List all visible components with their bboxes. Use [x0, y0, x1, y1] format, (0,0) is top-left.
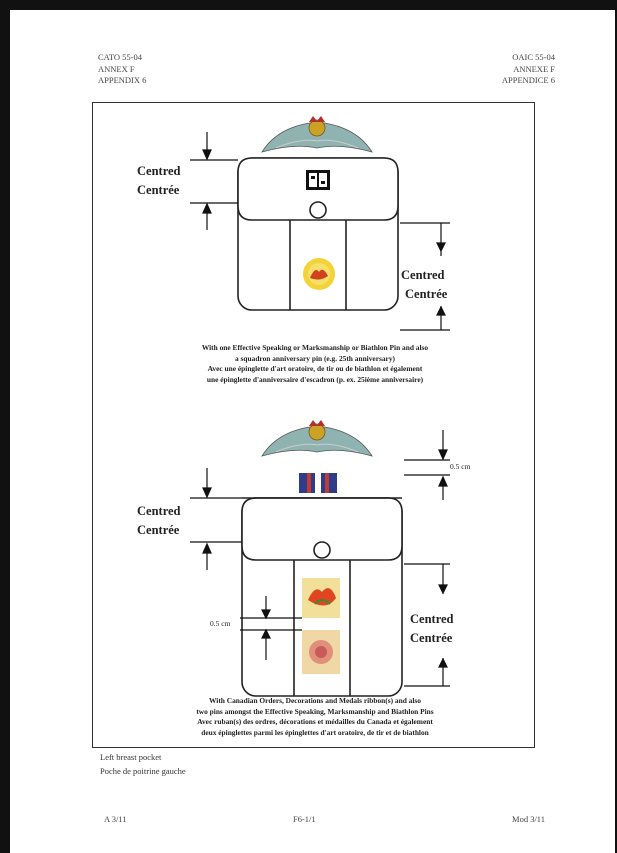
header-left-line-2: ANNEX F [98, 63, 135, 74]
fig1-caption-line-1: With one Effective Speaking or Marksmans… [201, 343, 429, 352]
fig1-caption-line-2: a squadron anniversary pin (e.g. 25th an… [234, 353, 395, 363]
header-right-line-1: OAIC 55-04 [512, 52, 555, 62]
bottom-caption: Left breast pocket Poche de poitrine gau… [100, 750, 186, 778]
footer-right: Mod 3/11 [512, 814, 545, 824]
pocket-1 [237, 157, 399, 311]
fig2-left-label-en: Centred [137, 504, 181, 518]
anniversary-pin-badge [306, 170, 330, 190]
fig2-caption-line-4: deux épinglettes parmi les épinglettes d… [201, 727, 429, 737]
header-right-line-3: APPENDICE 6 [501, 75, 555, 85]
fig1-left-label-en: Centred [137, 164, 181, 178]
dimension-arrows-fig2 [190, 430, 450, 687]
fig2-top-dimension: 0.5 cm [450, 462, 471, 471]
fig1-caption-line-4: une épinglette d'anniversaire d'escadron… [206, 374, 424, 384]
header-right-line-2: ANNEXE F [513, 63, 555, 74]
fig2-left-dimension: 0.5 cm [210, 619, 231, 628]
fig2-left-label-fr: Centrée [137, 523, 180, 537]
fig2-caption-line-1: With Canadian Orders, Decorations and Me… [209, 696, 421, 705]
fig2-right-label-en: Centred [410, 612, 454, 626]
medal-ribbon-bar [299, 473, 337, 493]
fig1-right-label-fr: Centrée [405, 287, 448, 301]
bottom-caption-en: Left breast pocket [100, 752, 162, 762]
biathlon-pin [302, 630, 340, 674]
crest-badge-2 [261, 420, 373, 457]
document-page: CATO 55-04 ANNEX F APPENDIX 6 OAIC 55-04… [10, 10, 615, 853]
fig1-left-label: Centred Centrée [137, 162, 181, 200]
header-right: OAIC 55-04 ANNEXE F APPENDICE 6 [502, 52, 555, 87]
header-left: CATO 55-04 ANNEX F APPENDIX 6 [98, 52, 146, 87]
footer-left: A 3/11 [104, 814, 127, 824]
fig1-caption: With one Effective Speaking or Marksmans… [125, 343, 505, 385]
figure-frame [92, 102, 535, 748]
header-left-line-3: APPENDIX 6 [98, 75, 147, 85]
crest-badge-1 [261, 116, 373, 153]
dimension-arrows-fig1 [190, 132, 450, 331]
fig1-right-label-en: Centred [401, 268, 445, 282]
pocket-diagrams [190, 116, 450, 697]
effective-speaking-pin [303, 258, 335, 290]
footer-center: F6-1/1 [293, 814, 316, 824]
header-left-line-1: CATO 55-04 [98, 52, 142, 62]
marksmanship-pin [302, 578, 340, 618]
bottom-caption-fr: Poche de poitrine gauche [100, 766, 186, 776]
fig1-caption-line-3: Avec une épinglette d'art oratoire, de t… [207, 364, 423, 373]
fig2-right-label-fr: Centrée [410, 631, 453, 645]
fig2-caption-line-3: Avec ruban(s) des ordres, décorations et… [197, 717, 433, 726]
fig1-left-label-fr: Centrée [137, 183, 180, 197]
fig2-caption-line-2: two pins amongst the Effective Speaking,… [196, 706, 434, 716]
fig2-caption: With Canadian Orders, Decorations and Me… [125, 696, 505, 738]
fig2-left-label: Centred Centrée [137, 502, 181, 540]
fig1-right-label: Centred Centrée [401, 266, 447, 304]
fig2-right-label: Centred Centrée [410, 610, 454, 648]
